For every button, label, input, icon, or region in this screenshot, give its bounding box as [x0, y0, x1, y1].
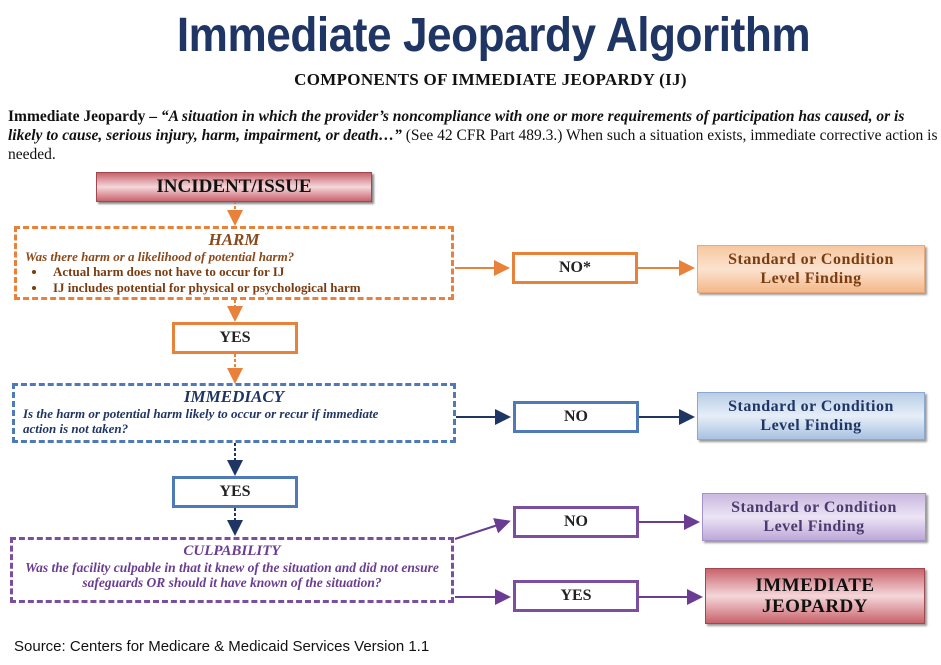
outcome-line: Standard or Condition	[728, 398, 894, 415]
arrow-culpability-no	[454, 518, 511, 540]
source-caption: Source: Centers for Medicare & Medicaid …	[14, 638, 430, 655]
harm-bullet: Actual harm does not have to occur for I…	[47, 264, 451, 280]
outcome-line: Standard or Condition	[731, 499, 897, 516]
harm-bullets: Actual harm does not have to occur for I…	[17, 264, 451, 296]
harm-box: HARM Was there harm or a likelihood of p…	[14, 226, 454, 300]
outcome-line: Level Finding	[760, 417, 862, 434]
outcome-line: Level Finding	[760, 270, 862, 287]
outcome-line: JEOPARDY	[761, 596, 869, 617]
page-subtitle: COMPONENTS OF IMMEDIATE JEOPARDY (IJ)	[294, 70, 687, 89]
harm-yes-box: YES	[172, 322, 298, 354]
outcome-line: IMMEDIATE	[755, 575, 875, 596]
harm-bullet: IJ includes potential for physical or ps…	[47, 280, 451, 296]
definition-tail: (See 42 CFR Part 489.3.) When such a sit…	[8, 127, 938, 163]
harm-no-box: NO*	[512, 252, 638, 284]
definition-quote: “A situation in which the provider’s non…	[8, 108, 905, 144]
outcome-line: Standard or Condition	[728, 251, 894, 268]
culpability-no-box: NO	[513, 506, 639, 538]
immediacy-title: IMMEDIACY	[183, 387, 285, 406]
harm-question: Was there harm or a likelihood of potent…	[25, 249, 295, 264]
outcome-line: Level Finding	[763, 518, 865, 535]
immediacy-no-box: NO	[513, 401, 639, 433]
page-title: Immediate Jeopardy Algorithm	[176, 9, 811, 62]
incident-issue-box: INCIDENT/ISSUE	[96, 172, 372, 202]
culpability-box: CULPABILITY Was the facility culpable in…	[10, 537, 454, 603]
harm-title: HARM	[208, 230, 260, 249]
culpability-question: Was the facility culpable in that it kne…	[25, 560, 439, 590]
culpability-yes-box: YES	[513, 580, 639, 612]
immediacy-yes-box: YES	[172, 476, 298, 508]
immediacy-question: Is the harm or potential harm likely to …	[23, 406, 379, 436]
culpability-title: CULPABILITY	[183, 543, 281, 559]
ij-definition: Immediate Jeopardy – “A situation in whi…	[8, 107, 938, 164]
definition-lead: Immediate Jeopardy –	[8, 108, 161, 125]
immediacy-box: IMMEDIACY Is the harm or potential harm …	[12, 383, 456, 443]
